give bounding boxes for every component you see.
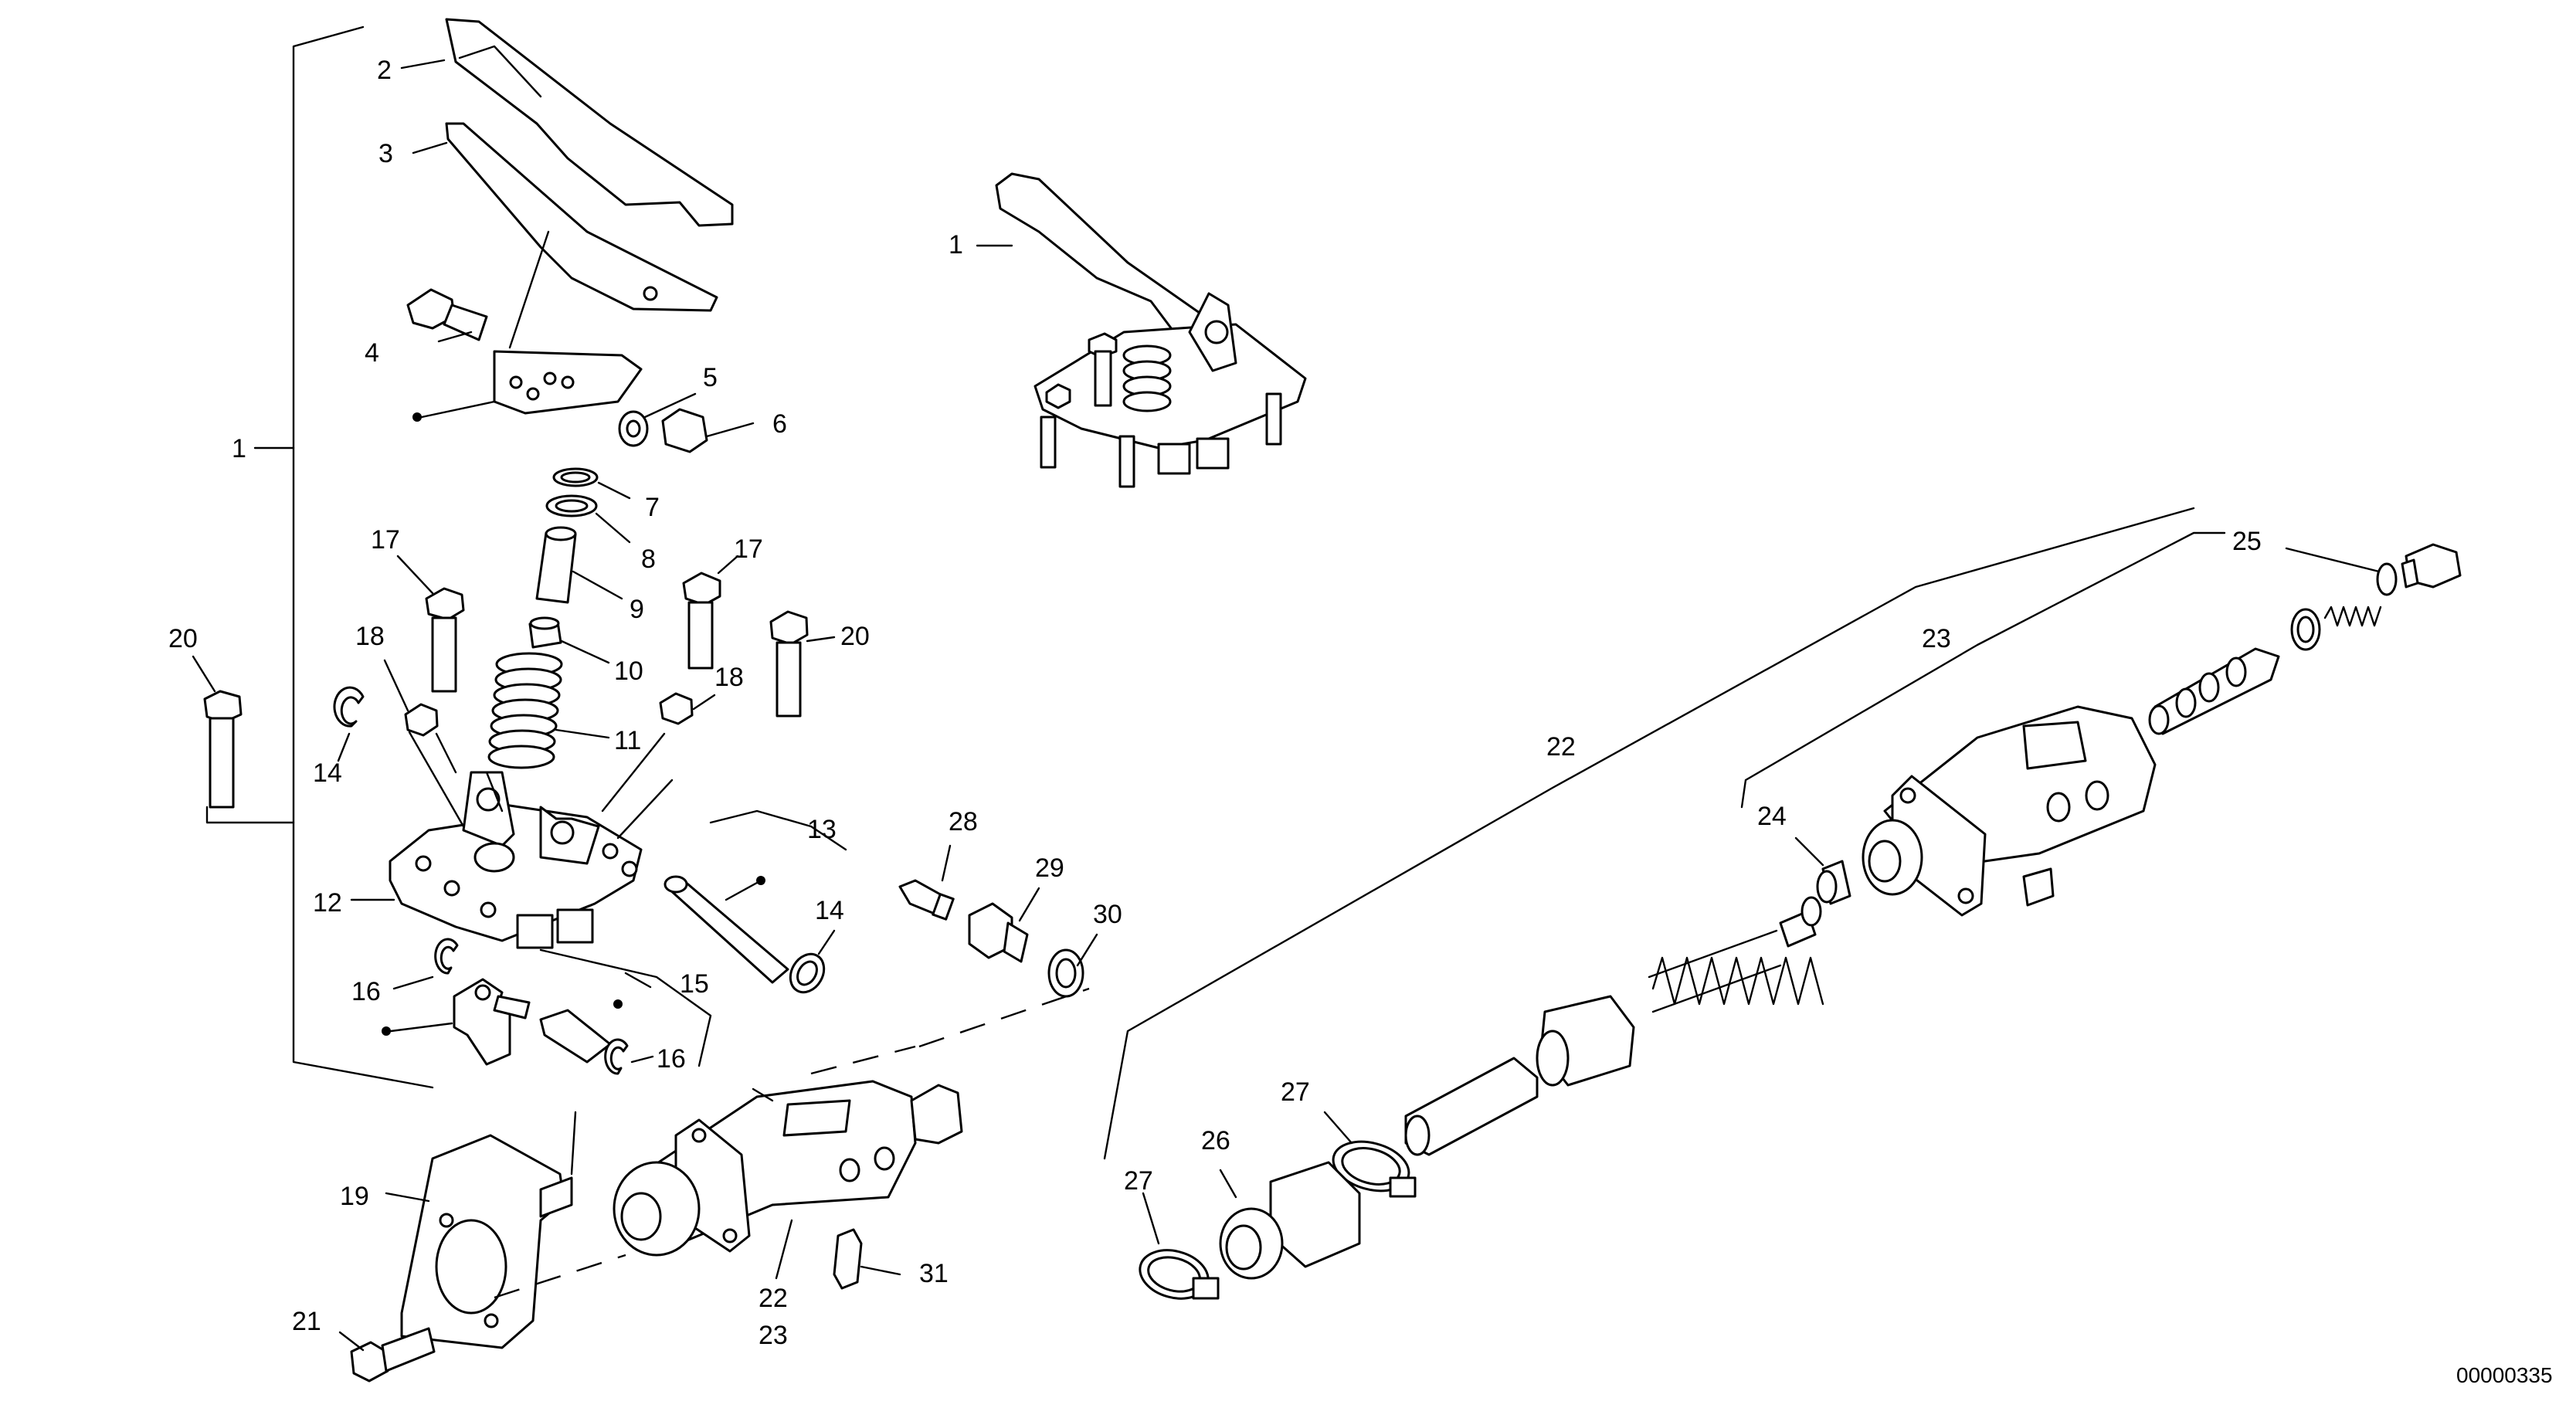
document-number: 00000335 bbox=[2456, 1363, 2553, 1387]
label-1-left: 1 bbox=[232, 434, 246, 463]
cylinder-body-right bbox=[1794, 705, 2157, 917]
washer-part-5 bbox=[618, 392, 697, 447]
washer-part-30 bbox=[1047, 933, 1098, 998]
label-22-left: 22 bbox=[759, 1284, 788, 1313]
cap-part-10 bbox=[528, 616, 610, 664]
clamp-part-27-upper bbox=[1323, 1111, 1417, 1198]
circlip-part-14-left bbox=[333, 686, 365, 762]
label-3: 3 bbox=[378, 139, 393, 168]
fitting-part-28 bbox=[898, 844, 955, 921]
switch-part-31 bbox=[833, 1228, 901, 1290]
nut-part-6 bbox=[661, 408, 755, 453]
label-20-right: 20 bbox=[840, 622, 870, 651]
lever-part-3 bbox=[412, 122, 718, 349]
sleeve-right bbox=[1404, 995, 1635, 1156]
label-4: 4 bbox=[365, 338, 379, 368]
label-1-right: 1 bbox=[949, 230, 963, 260]
label-27-upper: 27 bbox=[1281, 1077, 1310, 1107]
ring-part-7 bbox=[552, 467, 631, 500]
label-19: 19 bbox=[340, 1182, 369, 1211]
fitting-part-29 bbox=[968, 887, 1040, 963]
label-18-left: 18 bbox=[355, 622, 385, 651]
label-18-right: 18 bbox=[714, 663, 744, 692]
label-17-left: 17 bbox=[371, 525, 400, 555]
circlip-part-16-top bbox=[392, 938, 459, 990]
bolt-part-17-right bbox=[682, 555, 739, 670]
label-25: 25 bbox=[2232, 527, 2262, 556]
label-22-right: 22 bbox=[1546, 732, 1576, 762]
label-10: 10 bbox=[614, 657, 643, 686]
bolt-part-17-left bbox=[396, 555, 465, 693]
pin-part-13 bbox=[664, 809, 847, 984]
bracket-part-19 bbox=[385, 1111, 577, 1349]
label-20-left: 20 bbox=[168, 624, 198, 653]
bolt-part-4 bbox=[406, 288, 488, 343]
spring-assembly-right bbox=[1648, 896, 1824, 1013]
circlip-part-16-bottom bbox=[604, 1038, 654, 1075]
pedal-part-2 bbox=[400, 18, 734, 227]
label-16-left: 16 bbox=[351, 977, 381, 1006]
label-2: 2 bbox=[377, 56, 392, 85]
boot-part-26 bbox=[1219, 1161, 1361, 1280]
label-23-right: 23 bbox=[1922, 624, 1951, 653]
label-28: 28 bbox=[949, 807, 978, 836]
nut-part-18-right bbox=[659, 692, 716, 725]
label-9: 9 bbox=[630, 595, 644, 624]
label-15: 15 bbox=[680, 969, 709, 999]
clevis-plate bbox=[412, 350, 643, 422]
label-24: 24 bbox=[1757, 802, 1787, 831]
clamp-part-27-lower bbox=[1139, 1192, 1220, 1300]
label-14-right: 14 bbox=[815, 896, 844, 925]
piston-rod-right bbox=[2148, 543, 2462, 735]
lever-part-15 bbox=[382, 948, 712, 1067]
label-29: 29 bbox=[1035, 853, 1064, 883]
pedal-assembly-part-1 bbox=[976, 172, 1307, 488]
nut-part-18-left bbox=[383, 659, 439, 737]
ring-part-8 bbox=[545, 494, 631, 544]
spring-part-11 bbox=[487, 652, 610, 769]
label-30: 30 bbox=[1093, 900, 1122, 929]
label-5: 5 bbox=[703, 363, 718, 392]
label-8: 8 bbox=[641, 545, 656, 574]
label-23-left: 23 bbox=[759, 1321, 788, 1350]
label-31: 31 bbox=[919, 1259, 949, 1288]
circlip-part-14-right bbox=[789, 929, 836, 994]
bolt-part-20-left bbox=[192, 655, 295, 824]
label-6: 6 bbox=[772, 409, 787, 439]
label-7: 7 bbox=[645, 493, 660, 522]
label-12: 12 bbox=[313, 888, 342, 918]
base-plate-part-12 bbox=[350, 731, 674, 949]
part-number-labels: 2 3 4 5 6 1 1 7 8 9 10 11 12 13 14 14 15… bbox=[168, 56, 2262, 1350]
label-14-left: 14 bbox=[313, 758, 342, 788]
group-22-23-brackets bbox=[1103, 507, 2226, 1160]
label-27-lower: 27 bbox=[1124, 1166, 1153, 1196]
master-cylinder-left bbox=[494, 987, 1090, 1299]
bolt-part-21 bbox=[338, 1327, 436, 1383]
label-13: 13 bbox=[807, 815, 837, 844]
label-26: 26 bbox=[1201, 1126, 1230, 1155]
label-21: 21 bbox=[292, 1307, 321, 1336]
label-17-right: 17 bbox=[734, 534, 763, 564]
label-16-right: 16 bbox=[657, 1044, 686, 1074]
pin-part-9 bbox=[535, 526, 623, 604]
label-11: 11 bbox=[614, 726, 641, 755]
group-1-bracket bbox=[253, 25, 434, 1089]
bolt-part-20-right bbox=[769, 610, 836, 718]
